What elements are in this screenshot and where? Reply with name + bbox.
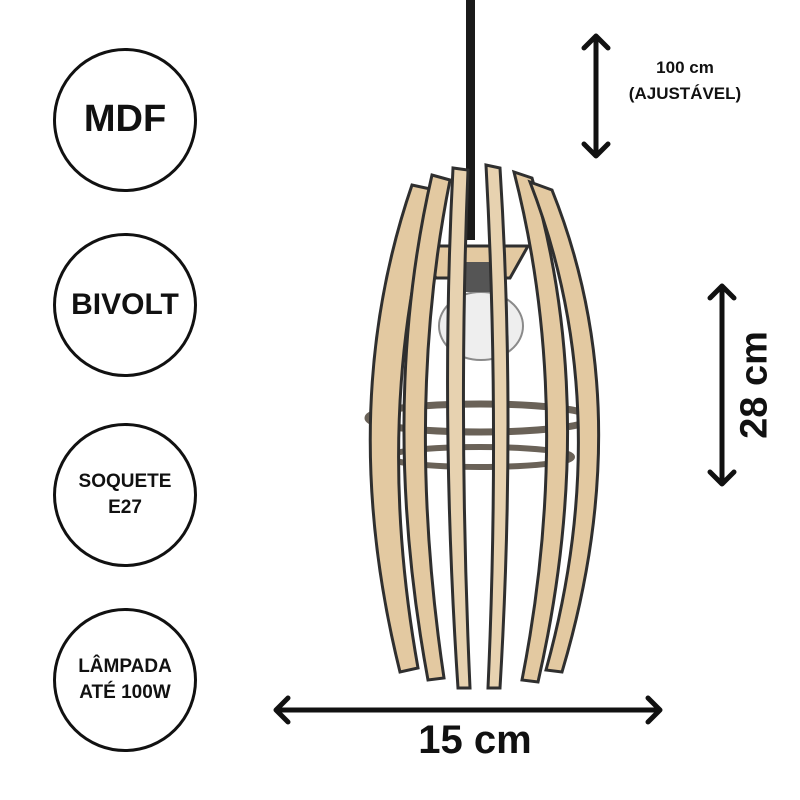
badge-lamp-line2: ATÉ 100W	[79, 682, 171, 703]
double-arrow-horizontal-icon	[273, 695, 663, 725]
cable-length-value: 100 cm	[656, 58, 714, 77]
badge-voltage-text: BIVOLT	[71, 287, 179, 321]
slat-right	[511, 169, 570, 684]
slat-right-outer	[527, 179, 601, 674]
pendant-lamp-image	[364, 0, 601, 690]
width-label: 15 cm	[418, 718, 532, 762]
badge-material-text: MDF	[83, 98, 167, 141]
double-arrow-vertical-icon	[707, 283, 737, 487]
height-label: 28 cm	[733, 331, 776, 439]
cable	[466, 0, 475, 240]
slat-center-left	[446, 166, 472, 690]
cable-length-note: (AJUSTÁVEL)	[628, 83, 742, 103]
slat-center-right	[484, 163, 510, 690]
badge-voltage: BIVOLT	[53, 233, 197, 377]
slat-left	[402, 173, 452, 682]
cable-length-label: 100 cm (AJUSTÁVEL)	[610, 55, 760, 106]
double-arrow-vertical-icon	[581, 33, 611, 159]
badge-socket: SOQUETE E27	[53, 423, 197, 567]
badge-socket-line2: E27	[108, 497, 142, 518]
badge-material: MDF	[53, 48, 197, 192]
badge-lamp-line1: LÂMPADA	[78, 656, 172, 678]
badge-socket-line1: SOQUETE	[78, 471, 172, 493]
badge-lamp: LÂMPADA ATÉ 100W	[53, 608, 197, 752]
